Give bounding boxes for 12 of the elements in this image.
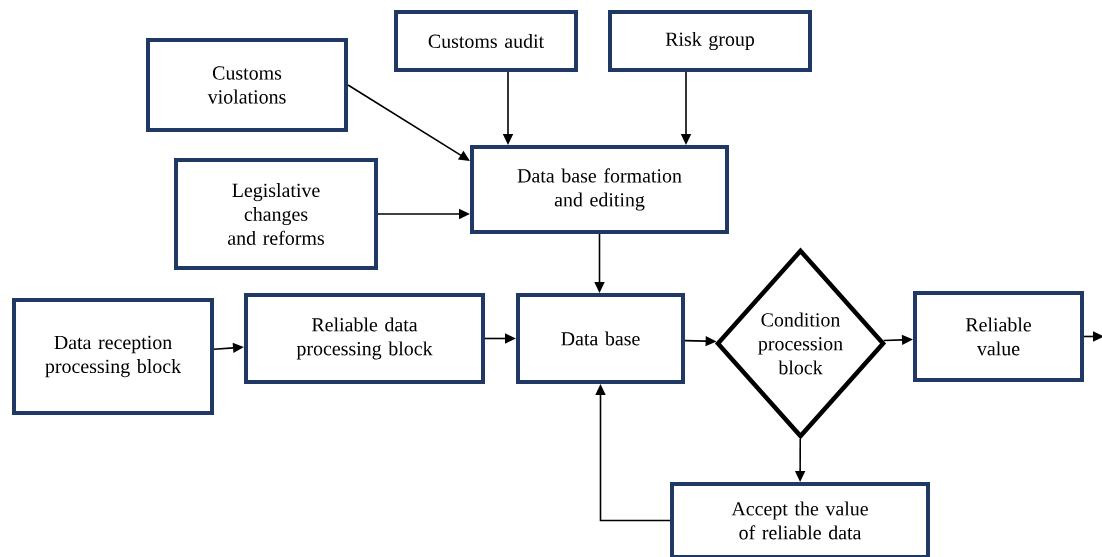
arrow	[1083, 331, 1102, 342]
process-box: Customs violations	[146, 38, 348, 132]
process-box: Customs audit	[394, 10, 578, 72]
arrow	[347, 84, 470, 161]
process-box: Data base formation and editing	[470, 145, 729, 234]
process-box: Reliable data processing block	[244, 293, 485, 384]
process-box: Reliable value	[913, 291, 1084, 382]
process-box: Data base	[516, 293, 685, 384]
process-box: Data reception processing block	[12, 298, 214, 415]
process-box: Accept the value of reliable data	[670, 482, 930, 557]
process-box: Legislative changes and reforms	[174, 158, 378, 270]
process-box: Risk group	[608, 10, 812, 72]
